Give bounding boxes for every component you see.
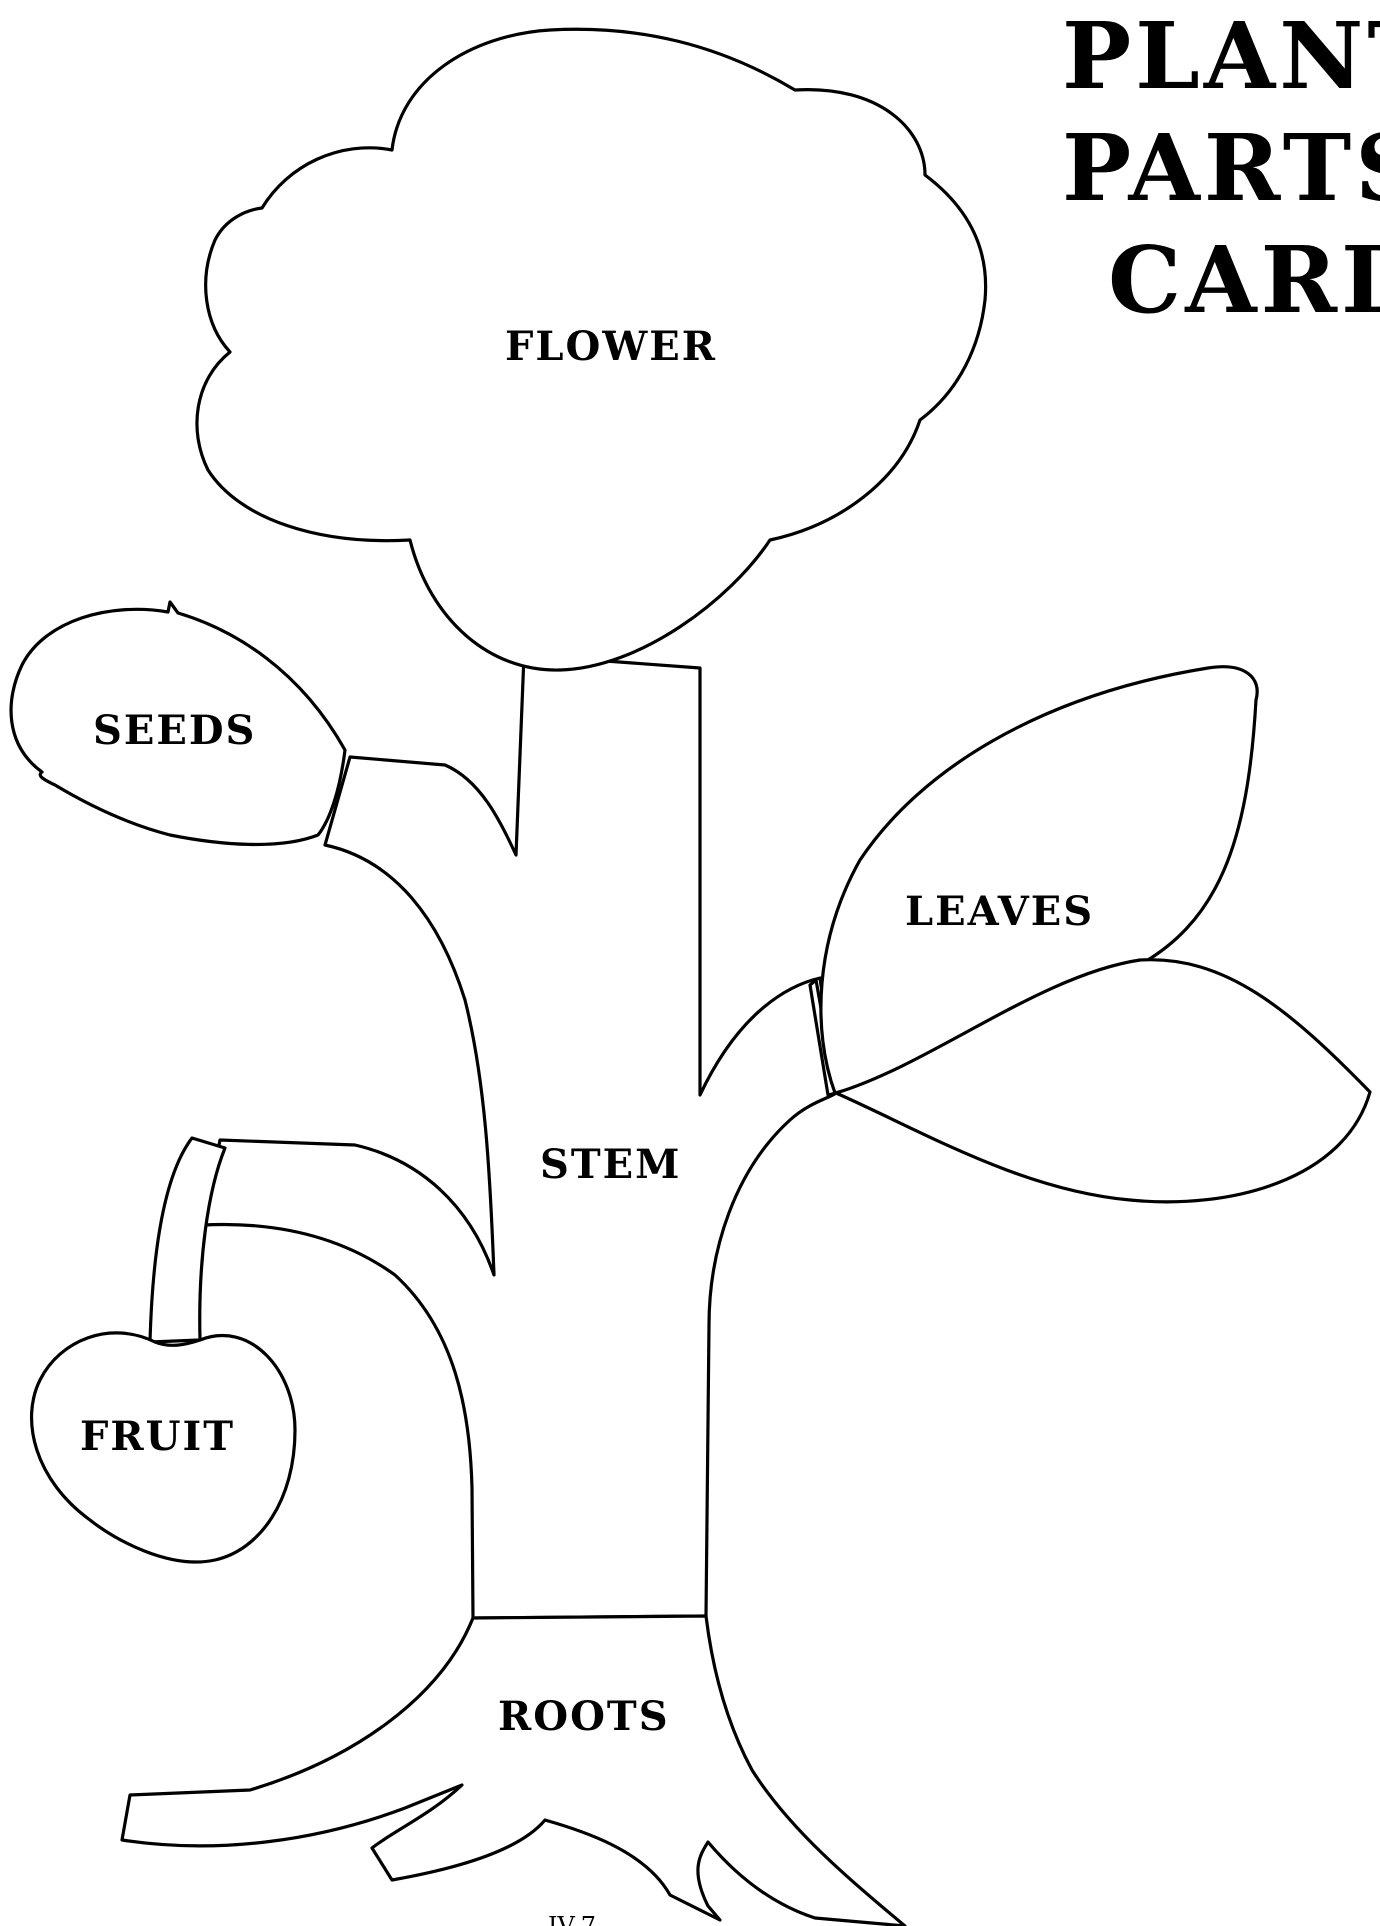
roots-shape <box>122 1616 905 1926</box>
label-leaves: LEAVES <box>905 888 1094 935</box>
label-stem: STEM <box>540 1141 681 1188</box>
title-line-3: CARD <box>1108 226 1380 334</box>
title-line-1: PLANT <box>1062 2 1380 110</box>
title: PLANT PARTS CARD <box>1062 2 1380 334</box>
label-seeds: SEEDS <box>93 707 256 754</box>
label-fruit: FRUIT <box>80 1413 235 1460</box>
label-flower: FLOWER <box>505 323 717 370</box>
footer-mark: IV-7 <box>548 1912 596 1926</box>
label-roots: ROOTS <box>498 1693 670 1740</box>
title-line-2: PARTS <box>1062 114 1380 222</box>
fruit-stalk <box>150 1138 225 1342</box>
